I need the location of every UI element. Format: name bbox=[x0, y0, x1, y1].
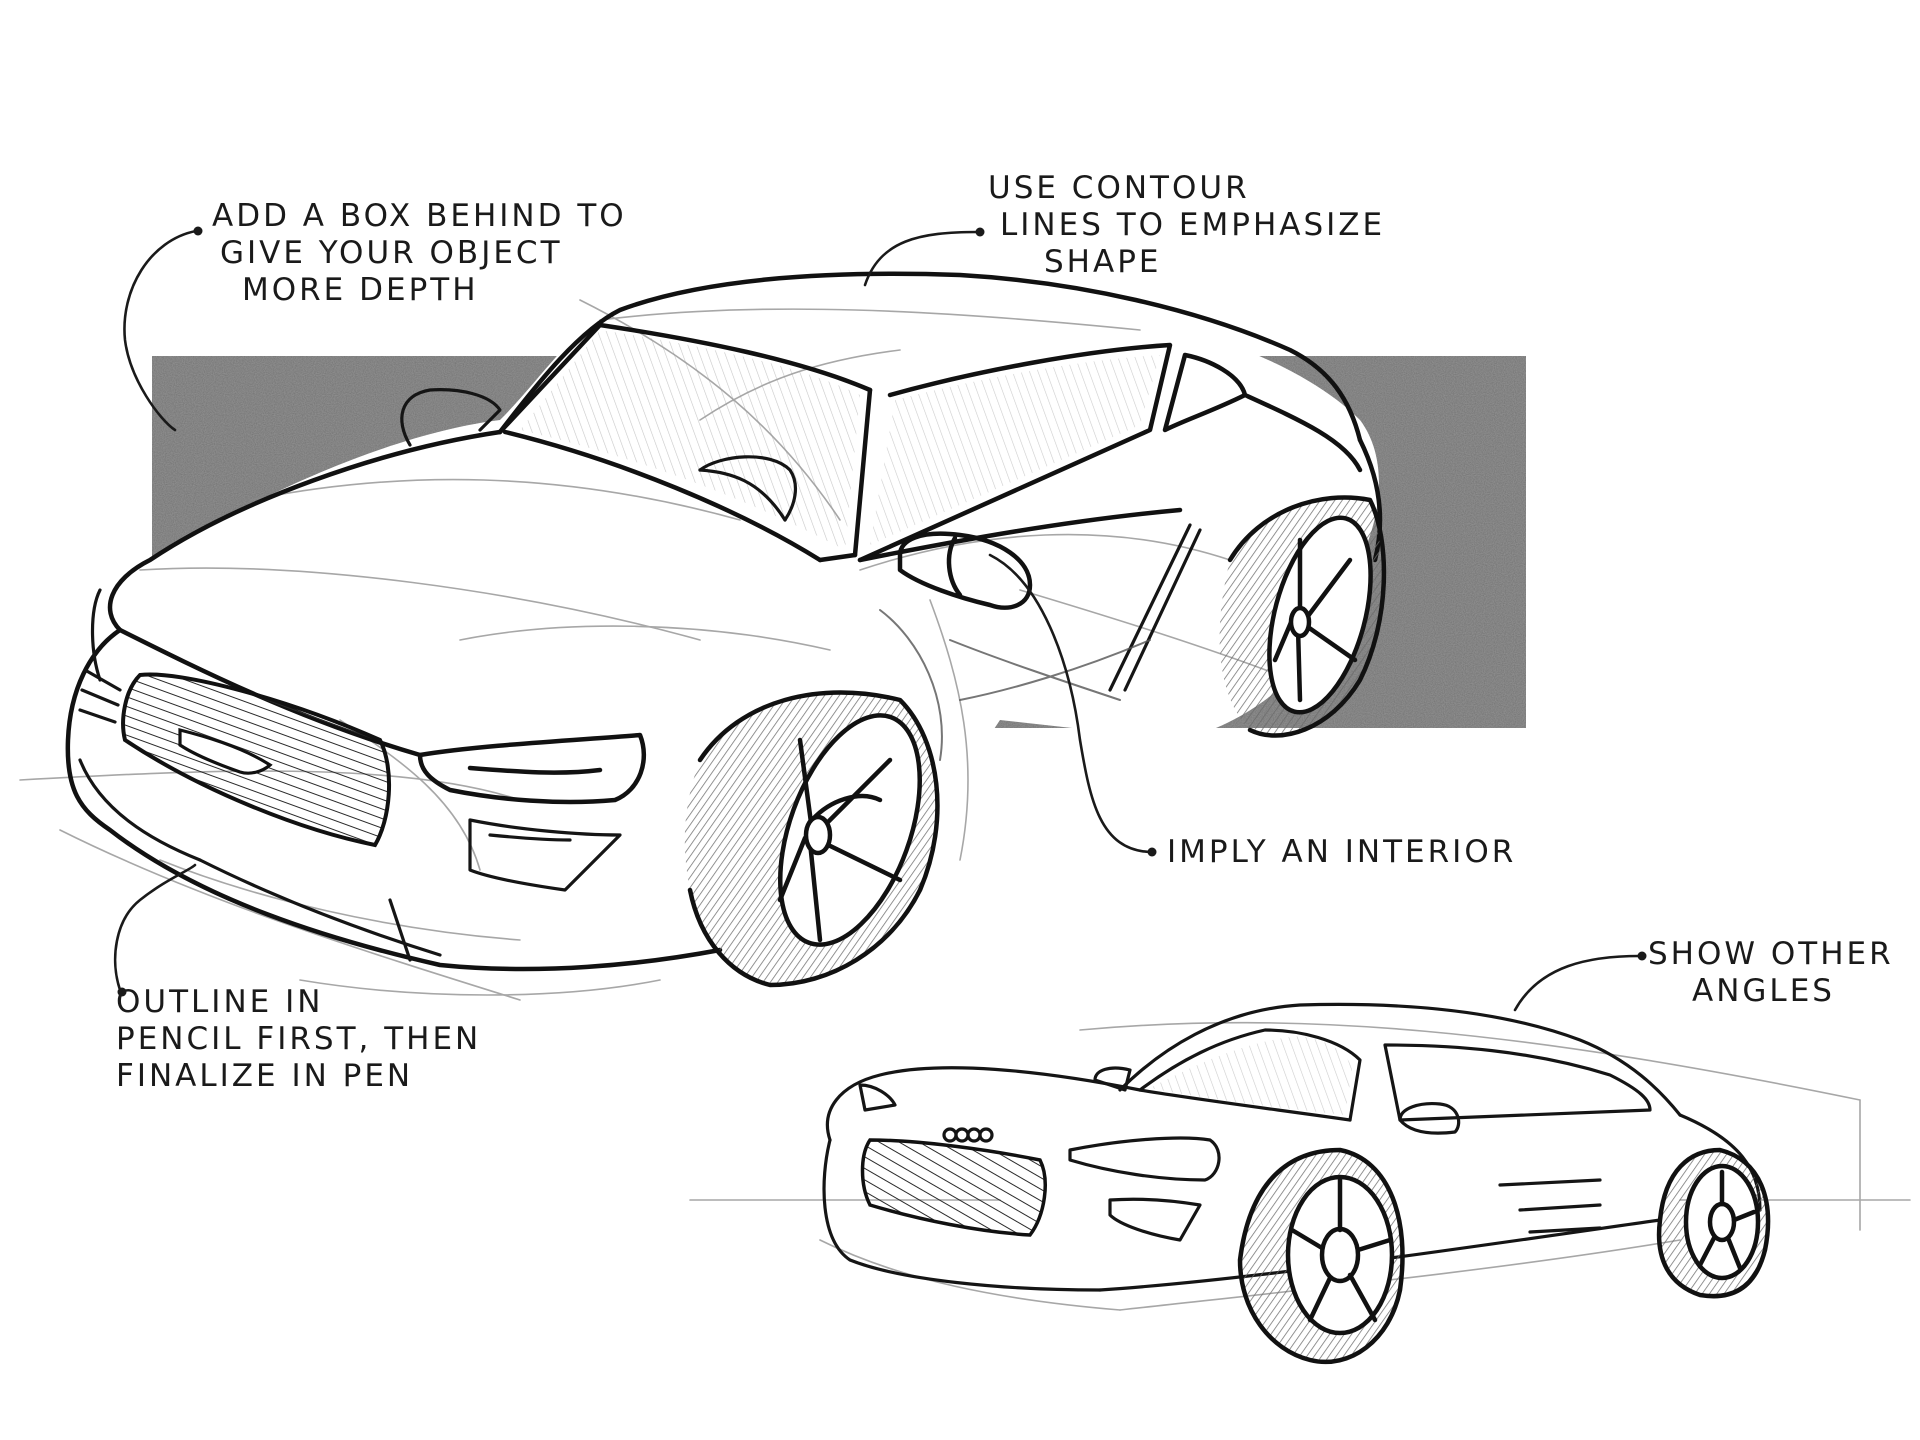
leader-outline bbox=[113, 863, 197, 992]
secondary-car-sketch bbox=[689, 1002, 1911, 1365]
leader-box bbox=[123, 229, 198, 432]
annotation-leaders bbox=[113, 226, 1647, 1012]
leader-interior bbox=[988, 553, 1152, 854]
main-car-sketch bbox=[19, 271, 1387, 1001]
leader-angles bbox=[1513, 954, 1642, 1012]
leader-contour bbox=[863, 230, 980, 287]
